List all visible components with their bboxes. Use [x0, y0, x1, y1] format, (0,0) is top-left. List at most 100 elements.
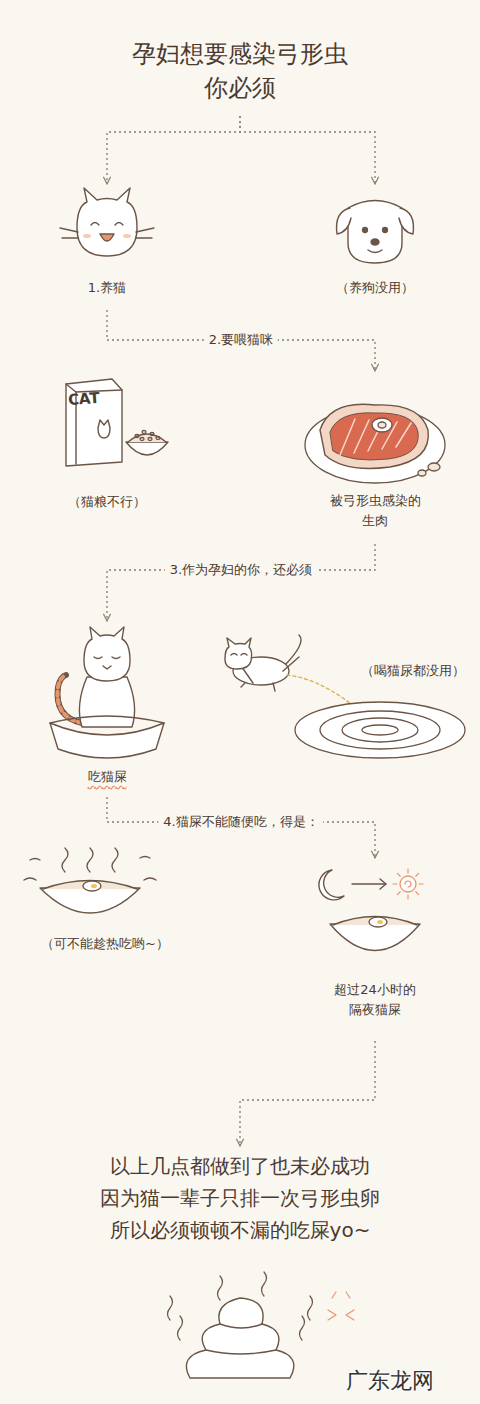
line-art — [115, 223, 123, 226]
dotted-connector — [107, 310, 375, 371]
package-text: CAT — [67, 389, 100, 409]
line-art — [60, 228, 78, 232]
caption-text: 1.养猫 — [47, 278, 167, 298]
line-art — [126, 442, 168, 455]
line-art — [383, 228, 388, 233]
line-art — [218, 1276, 223, 1300]
step-illustration: 1.养猫 — [42, 188, 172, 306]
line-art — [112, 657, 120, 659]
line-art — [84, 627, 130, 681]
line-art — [407, 895, 408, 899]
dotted-connector — [107, 116, 240, 184]
line-art — [380, 879, 386, 889]
litter-drawing — [42, 625, 172, 790]
line-art — [128, 434, 166, 442]
line-art — [123, 234, 131, 238]
step-illustration: 超过24小时的 隔夜猫屎 — [300, 862, 450, 1037]
line-art — [308, 1296, 313, 1320]
line-art — [262, 1272, 267, 1296]
line-art — [220, 1324, 262, 1328]
step-label: 2.要喂猫咪 — [204, 331, 278, 349]
line-art — [330, 924, 420, 951]
line-art — [225, 635, 465, 758]
line-art — [24, 878, 36, 880]
line-art — [368, 250, 382, 253]
caption-text: （可不能趁热吃哟~） — [15, 934, 195, 954]
line-art — [418, 470, 426, 476]
step-illustration: （猫粮不行） — [42, 370, 172, 520]
line-art — [363, 228, 368, 233]
line-art — [50, 716, 164, 723]
line-art — [66, 379, 122, 466]
line-art — [231, 654, 237, 656]
line-art — [393, 883, 397, 884]
dotted-connector — [240, 1041, 375, 1146]
line-art — [428, 463, 440, 471]
line-art — [79, 677, 134, 727]
line-art — [40, 888, 140, 913]
line-art — [372, 418, 392, 432]
line-art — [405, 881, 411, 887]
line-art — [407, 869, 408, 873]
line-art — [83, 881, 101, 891]
line-art — [136, 237, 152, 238]
line-art — [319, 869, 423, 951]
line-art — [150, 433, 154, 436]
line-art — [91, 884, 97, 888]
line-art — [337, 208, 351, 234]
line-art — [419, 883, 423, 884]
line-art — [328, 1310, 336, 1320]
line-art — [58, 675, 83, 723]
line-art — [186, 1298, 293, 1378]
line-art — [225, 638, 252, 669]
line-art — [148, 438, 152, 441]
line-art — [142, 431, 146, 434]
step-illustration: （可不能趁热吃哟~） — [10, 840, 200, 960]
line-art — [348, 201, 402, 264]
title-text: 孕妇想要感染弓形虫 你必须 — [90, 38, 390, 112]
line-art — [396, 423, 411, 447]
line-art — [77, 188, 137, 256]
line-art — [416, 873, 419, 876]
step-illustration: （养狗没用） — [310, 188, 440, 306]
line-art — [319, 870, 344, 900]
step-label: 3.作为孕妇的你，还必须 — [165, 561, 317, 579]
line-art — [295, 702, 465, 758]
line-art — [112, 848, 118, 872]
line-art — [58, 675, 83, 723]
line-art — [168, 1272, 355, 1378]
caption-text: 被弓形虫感染的 生肉 — [323, 491, 427, 530]
line-art — [397, 873, 400, 876]
line-art — [362, 725, 398, 735]
caption-text: 孕妇想要感染弓形虫 你必须 — [115, 38, 365, 105]
line-art — [369, 917, 387, 927]
watermark: 广东龙网 — [346, 1366, 434, 1396]
line-art — [30, 859, 40, 861]
line-art — [83, 234, 91, 238]
line-art — [168, 1296, 173, 1320]
line-art — [50, 723, 164, 758]
step-illustration: 吃猫屎 — [42, 625, 172, 793]
step-label: 4.猫屎不能随便吃，得是： — [158, 813, 323, 831]
line-art — [332, 1292, 350, 1298]
line-art — [178, 1316, 183, 1340]
line-art — [241, 654, 247, 656]
line-art — [100, 234, 114, 241]
line-art — [300, 1316, 305, 1340]
dotted-connector — [107, 544, 375, 621]
line-art — [305, 404, 445, 483]
line-art — [346, 1310, 354, 1320]
line-art — [87, 848, 93, 872]
caption-text: （喝猫尿都没用） — [335, 661, 465, 681]
line-art — [60, 188, 154, 256]
line-art — [156, 437, 160, 440]
line-art — [397, 892, 400, 895]
line-art — [330, 413, 418, 460]
caption-text: （养狗没用） — [315, 278, 435, 298]
line-art — [98, 420, 110, 438]
line-art — [377, 920, 383, 924]
line-art — [320, 711, 440, 749]
caption-text: 吃猫屎 — [47, 767, 167, 787]
line-art — [94, 657, 102, 659]
caption-text: 超过24小时的 隔夜猫屎 — [323, 980, 427, 1019]
